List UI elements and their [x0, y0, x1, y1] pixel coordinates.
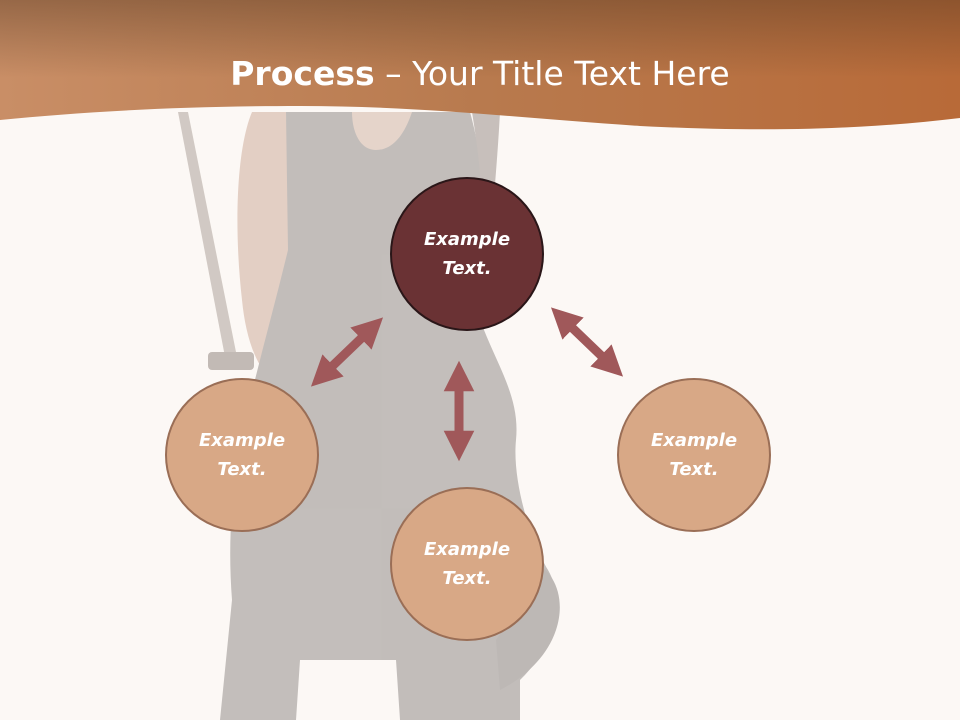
node-center: Example Text.: [390, 177, 544, 331]
node-center-label: Example Text.: [423, 229, 511, 279]
node-right-label: Example Text.: [650, 430, 738, 480]
node-bottom-label: Example Text.: [423, 539, 511, 589]
title-rest-text: – Your Title Text Here: [374, 54, 730, 93]
node-right: Example Text.: [617, 378, 771, 532]
header-band: [0, 0, 960, 130]
node-bottom: Example Text.: [390, 487, 544, 641]
node-left: Example Text.: [165, 378, 319, 532]
node-left-label: Example Text.: [198, 430, 286, 480]
arrow-center-right: [550, 307, 624, 377]
slide-title: Process – Your Title Text Here: [0, 52, 960, 96]
arrow-center-left: [310, 317, 384, 387]
title-bold-text: Process: [230, 54, 375, 93]
